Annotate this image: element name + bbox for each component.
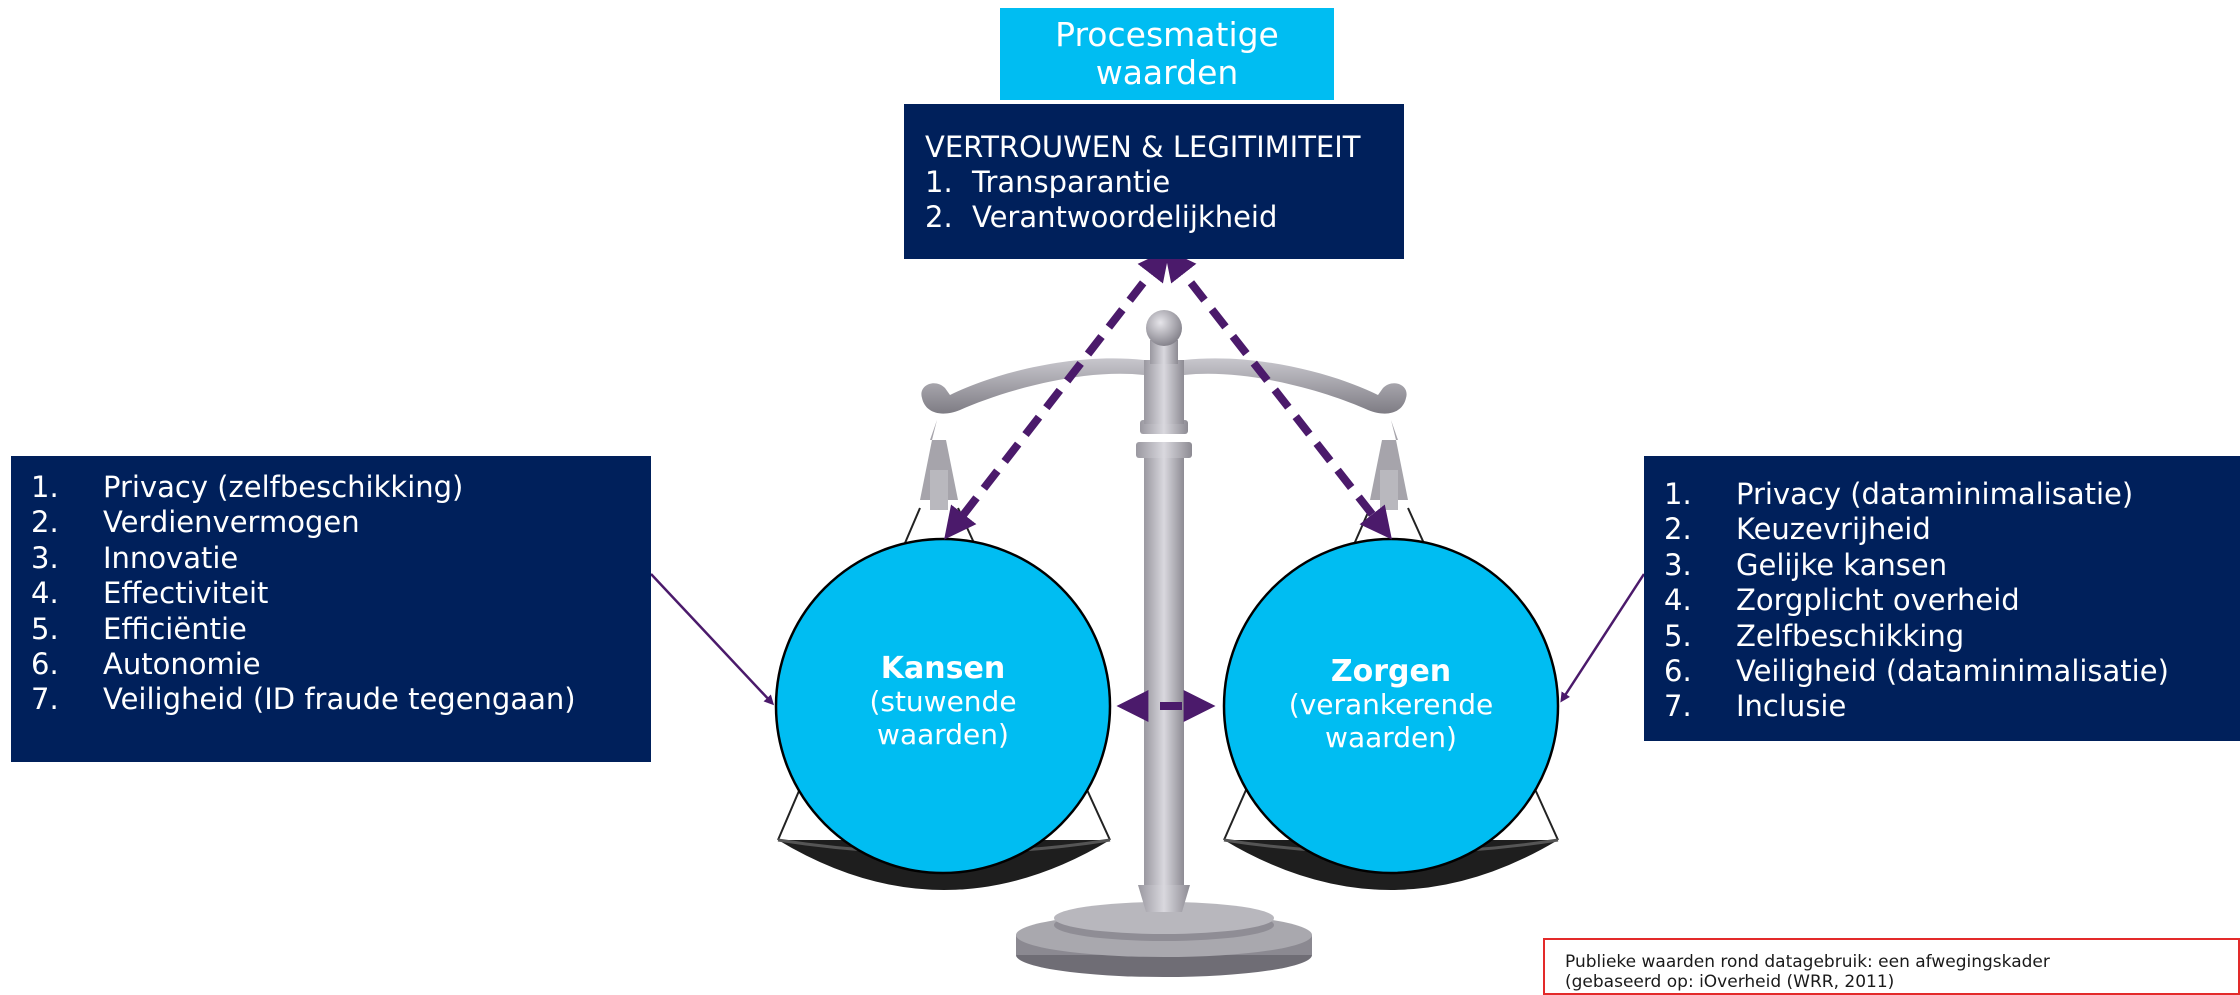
zorgen-label: Zorgen (verankerende waarden) [1231, 655, 1551, 754]
item-number: 6. [1664, 654, 1692, 689]
item-label: Privacy (zelfbeschikking) [103, 470, 464, 504]
list-item: 1. Transparantie [925, 165, 1404, 200]
list-item: 2. Verantwoordelijkheid [925, 200, 1404, 235]
item-number: 4. [31, 576, 59, 611]
list-connectors [650, 573, 1646, 706]
header-line-2: waarden [1095, 53, 1239, 92]
header-line-1: Procesmatige [1055, 15, 1279, 54]
item-label: Efficiëntie [103, 611, 247, 646]
list-item: 1. Privacy (dataminimalisatie) [1664, 477, 2240, 512]
list-item: 4. Effectiviteit [31, 576, 651, 611]
list-item: 3. Innovatie [31, 541, 651, 576]
item-number: 7. [31, 682, 59, 717]
item-number: 2. [1664, 512, 1692, 547]
item-label: Verantwoordelijkheid [972, 200, 1278, 234]
item-label: Veiligheid (dataminimalisatie) [1736, 654, 2169, 689]
item-number: 3. [1664, 547, 1692, 582]
arrow-top-to-right [1164, 248, 1392, 540]
item-label: Inclusie [1736, 689, 1847, 724]
list-item: 3. Gelijke kansen [1664, 548, 2240, 583]
list-item: 7. Veiligheid (ID fraude tegengaan) [31, 682, 651, 717]
item-number: 1. [31, 470, 59, 504]
list-item: 1. Privacy (zelfbeschikking) [31, 470, 651, 505]
item-number: 7. [1664, 689, 1692, 724]
source-caption: Publieke waarden rond datagebruik: een a… [1543, 938, 2240, 995]
scale-pillar [1136, 310, 1192, 912]
list-item: 2. Verdienvermogen [31, 505, 651, 540]
item-number: 3. [31, 540, 59, 575]
item-number: 5. [1664, 618, 1692, 653]
procedural-values-box: VERTROUWEN & LEGITIMITEIT 1. Transparanti… [904, 104, 1404, 259]
item-number: 5. [31, 611, 59, 646]
scale-base [1016, 902, 1312, 977]
zorgen-subtitle-2: waarden) [1325, 721, 1457, 754]
procedural-values-header: Procesmatige waarden [1000, 8, 1334, 100]
list-item: 4. Zorgplicht overheid [1664, 583, 2240, 618]
item-label: Transparantie [972, 165, 1171, 199]
right-list-connector [1560, 573, 1646, 703]
item-number: 2. [925, 200, 953, 234]
list-item: 6. Autonomie [31, 647, 651, 682]
list-item: 5. Efficiëntie [31, 612, 651, 647]
item-label: Privacy (dataminimalisatie) [1736, 477, 2134, 511]
item-number: 1. [925, 165, 953, 199]
item-label: Zorgplicht overheid [1736, 583, 2020, 618]
list-item: 7. Inclusie [1664, 689, 2240, 724]
zorgen-subtitle-1: (verankerende [1288, 688, 1494, 721]
item-number: 2. [31, 505, 59, 540]
item-label: Innovatie [103, 540, 239, 575]
item-label: Gelijke kansen [1736, 547, 1948, 582]
item-label: Keuzevrijheid [1736, 512, 1931, 547]
zorgen-title: Zorgen [1330, 654, 1452, 689]
kansen-title: Kansen [880, 651, 1006, 686]
list-item: 2. Keuzevrijheid [1664, 512, 2240, 547]
kansen-subtitle-1: (stuwende [869, 685, 1017, 718]
item-label: Zelfbeschikking [1736, 618, 1965, 653]
source-line-2: (gebaseerd op: iOverheid (WRR, 2011) [1565, 972, 1895, 992]
kansen-subtitle-2: waarden) [877, 718, 1009, 751]
source-line-1: Publieke waarden rond datagebruik: een a… [1565, 952, 2050, 972]
procedural-title: VERTROUWEN & LEGITIMITEIT [925, 130, 1361, 164]
left-list-connector [650, 573, 775, 706]
item-label: Effectiviteit [103, 576, 269, 611]
item-label: Autonomie [103, 647, 261, 682]
anchoring-values-list: 1. Privacy (dataminimalisatie) 2. Keuzevri… [1644, 456, 2240, 741]
list-item: 6. Veiligheid (dataminimalisatie) [1664, 654, 2240, 689]
item-number: 6. [31, 647, 59, 682]
list-item: 5. Zelfbeschikking [1664, 619, 2240, 654]
driving-values-list: 1. Privacy (zelfbeschikking) 2. Verdienver… [11, 456, 651, 762]
kansen-label: Kansen (stuwende waarden) [783, 652, 1103, 751]
item-number: 1. [1664, 477, 1692, 511]
item-number: 4. [1664, 583, 1692, 618]
item-label: Veiligheid (ID fraude tegengaan) [103, 682, 576, 717]
arrow-top-to-left [944, 248, 1170, 540]
kansen-circle [774, 537, 1112, 875]
item-label: Verdienvermogen [103, 505, 360, 540]
connector-arrows [944, 248, 1392, 722]
